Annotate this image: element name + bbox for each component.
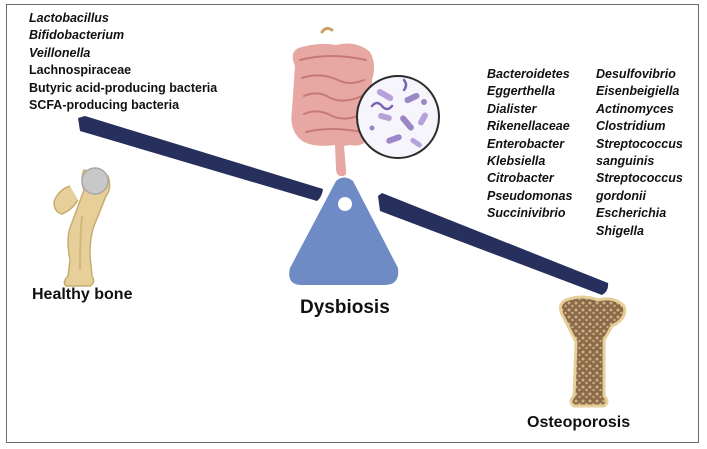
beneficial-bacterium: Lachnospiraceae: [29, 63, 132, 78]
beneficial-bacterium: SCFA-producing bacteria: [29, 98, 180, 113]
harmful-bacterium: sanguinis: [596, 154, 655, 169]
harmful-bacterium: Pseudomonas: [487, 188, 573, 203]
harmful-bacterium: Klebsiella: [487, 154, 546, 169]
harmful-bacterium: Succinivibrio: [487, 206, 566, 221]
harmful-bacterium: Escherichia: [596, 206, 667, 221]
beneficial-bacterium: Butyric acid-producing bacteria: [29, 80, 218, 95]
dysbiosis-label: Dysbiosis: [300, 297, 390, 318]
fulcrum: [289, 177, 399, 285]
intestine-icon: [291, 26, 375, 177]
harmful-bacterium: Citrobacter: [487, 171, 554, 186]
harmful-bacterium: Streptococcus: [596, 171, 683, 186]
harmful-bacterium: Eggerthella: [487, 84, 556, 99]
harmful-bacterium: Bacteroidetes: [487, 67, 570, 81]
harmful-bacterium: Clostridium: [596, 119, 666, 134]
beam-right: [378, 193, 609, 295]
beam-left: [78, 116, 323, 201]
harmful-bacterium: Desulfovibrio: [596, 67, 676, 81]
healthy-bone-label: Healthy bone: [32, 286, 133, 303]
harmful-bacterium: Enterobacter: [487, 136, 565, 151]
harmful-bacterium: Shigella: [596, 223, 644, 238]
microbes-icon: [356, 75, 440, 159]
healthy-bone-icon: [53, 167, 111, 287]
harmful-bacterium: Rikenellaceae: [487, 119, 570, 134]
beneficial-bacterium: Bifidobacterium: [29, 28, 125, 43]
osteoporosis-label: Osteoporosis: [527, 414, 631, 431]
osteoporotic-bone-icon: [559, 295, 627, 408]
harmful-bacterium: Streptococcus: [596, 136, 683, 151]
beneficial-bacterium: Veillonella: [29, 45, 91, 60]
harmful-bacterium: gordonii: [596, 188, 646, 203]
beneficial-bacterium: Lactobacillus: [29, 11, 109, 25]
harmful-bacterium: Eisenbeigiella: [596, 84, 680, 99]
harmful-bacterium: Dialister: [487, 101, 537, 116]
harmful-bacterium: Actinomyces: [596, 101, 674, 116]
